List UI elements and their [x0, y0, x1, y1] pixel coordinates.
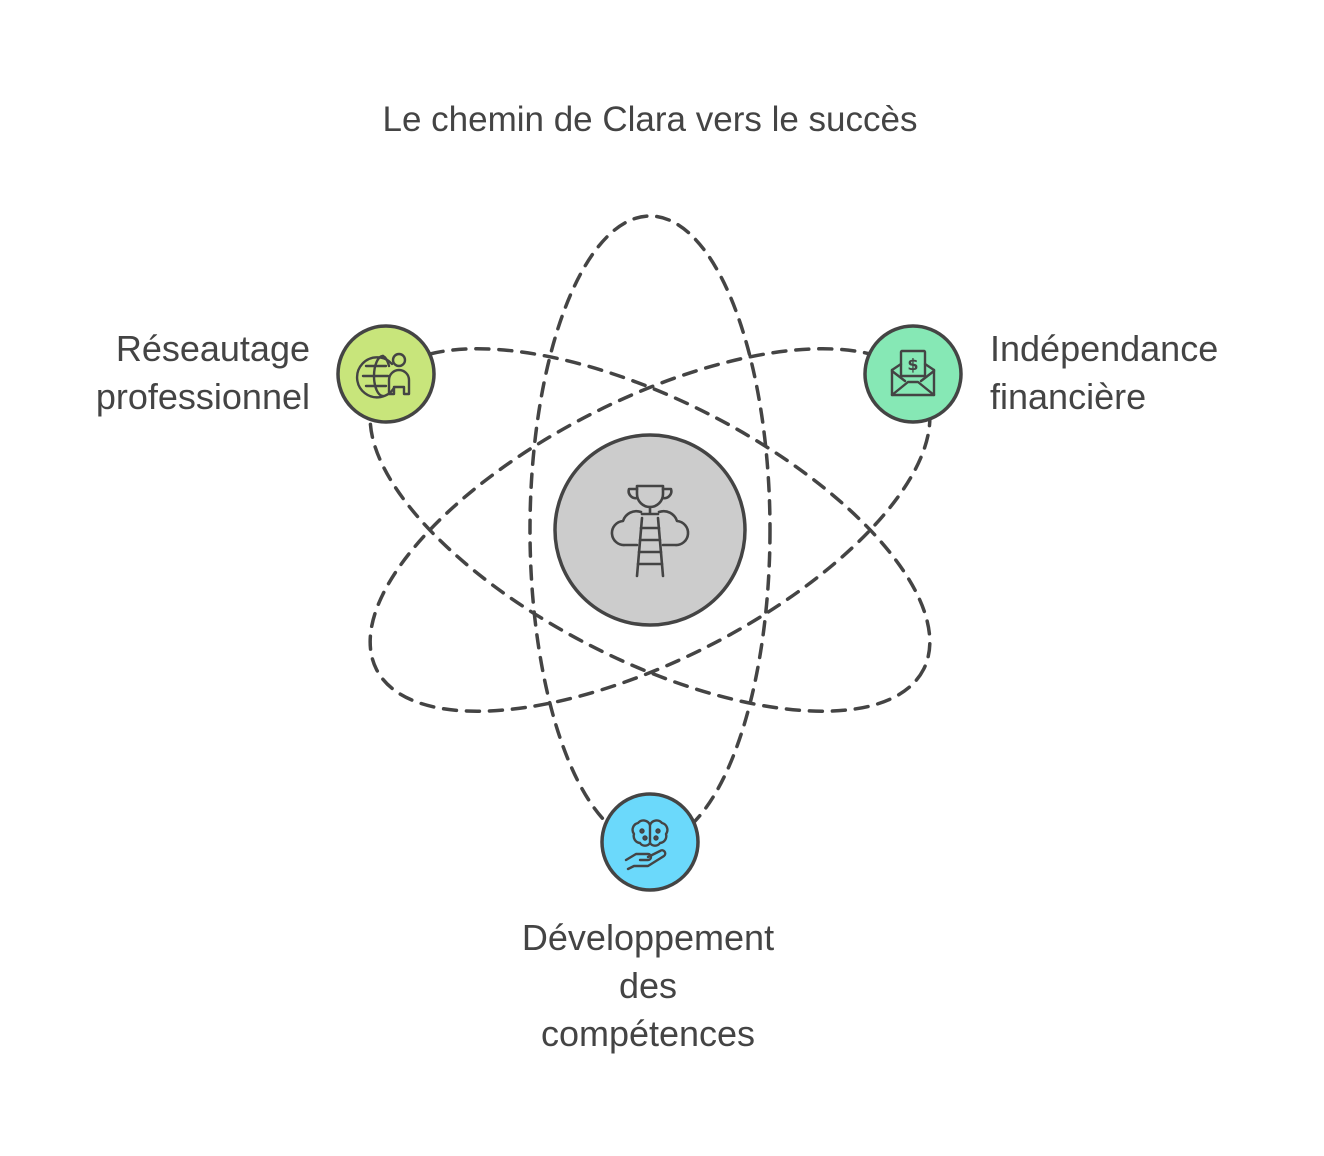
label-line: professionnel	[95, 376, 310, 417]
label-line: compétences	[540, 1013, 756, 1054]
center-node	[553, 433, 747, 627]
money-envelope-icon: $	[890, 349, 936, 397]
label-line: Développement	[521, 917, 775, 958]
globe-person-icon	[355, 352, 411, 399]
brain-hand-icon	[624, 819, 669, 871]
label-skills: Développement des compétences	[448, 914, 848, 1058]
label-networking: Réseautage professionnel	[10, 325, 310, 421]
svg-text:$: $	[907, 355, 918, 374]
node-skills	[600, 792, 700, 892]
label-line: Réseautage	[115, 328, 310, 369]
label-line: des	[618, 965, 678, 1006]
node-financial: $	[863, 324, 963, 424]
label-financial: Indépendance financière	[990, 325, 1310, 421]
trophy-ladder-icon	[610, 484, 690, 578]
label-line: financière	[990, 376, 1147, 417]
label-line: Indépendance	[990, 328, 1219, 369]
diagram-title: Le chemin de Clara vers le succès	[382, 100, 918, 139]
node-networking	[336, 324, 436, 424]
